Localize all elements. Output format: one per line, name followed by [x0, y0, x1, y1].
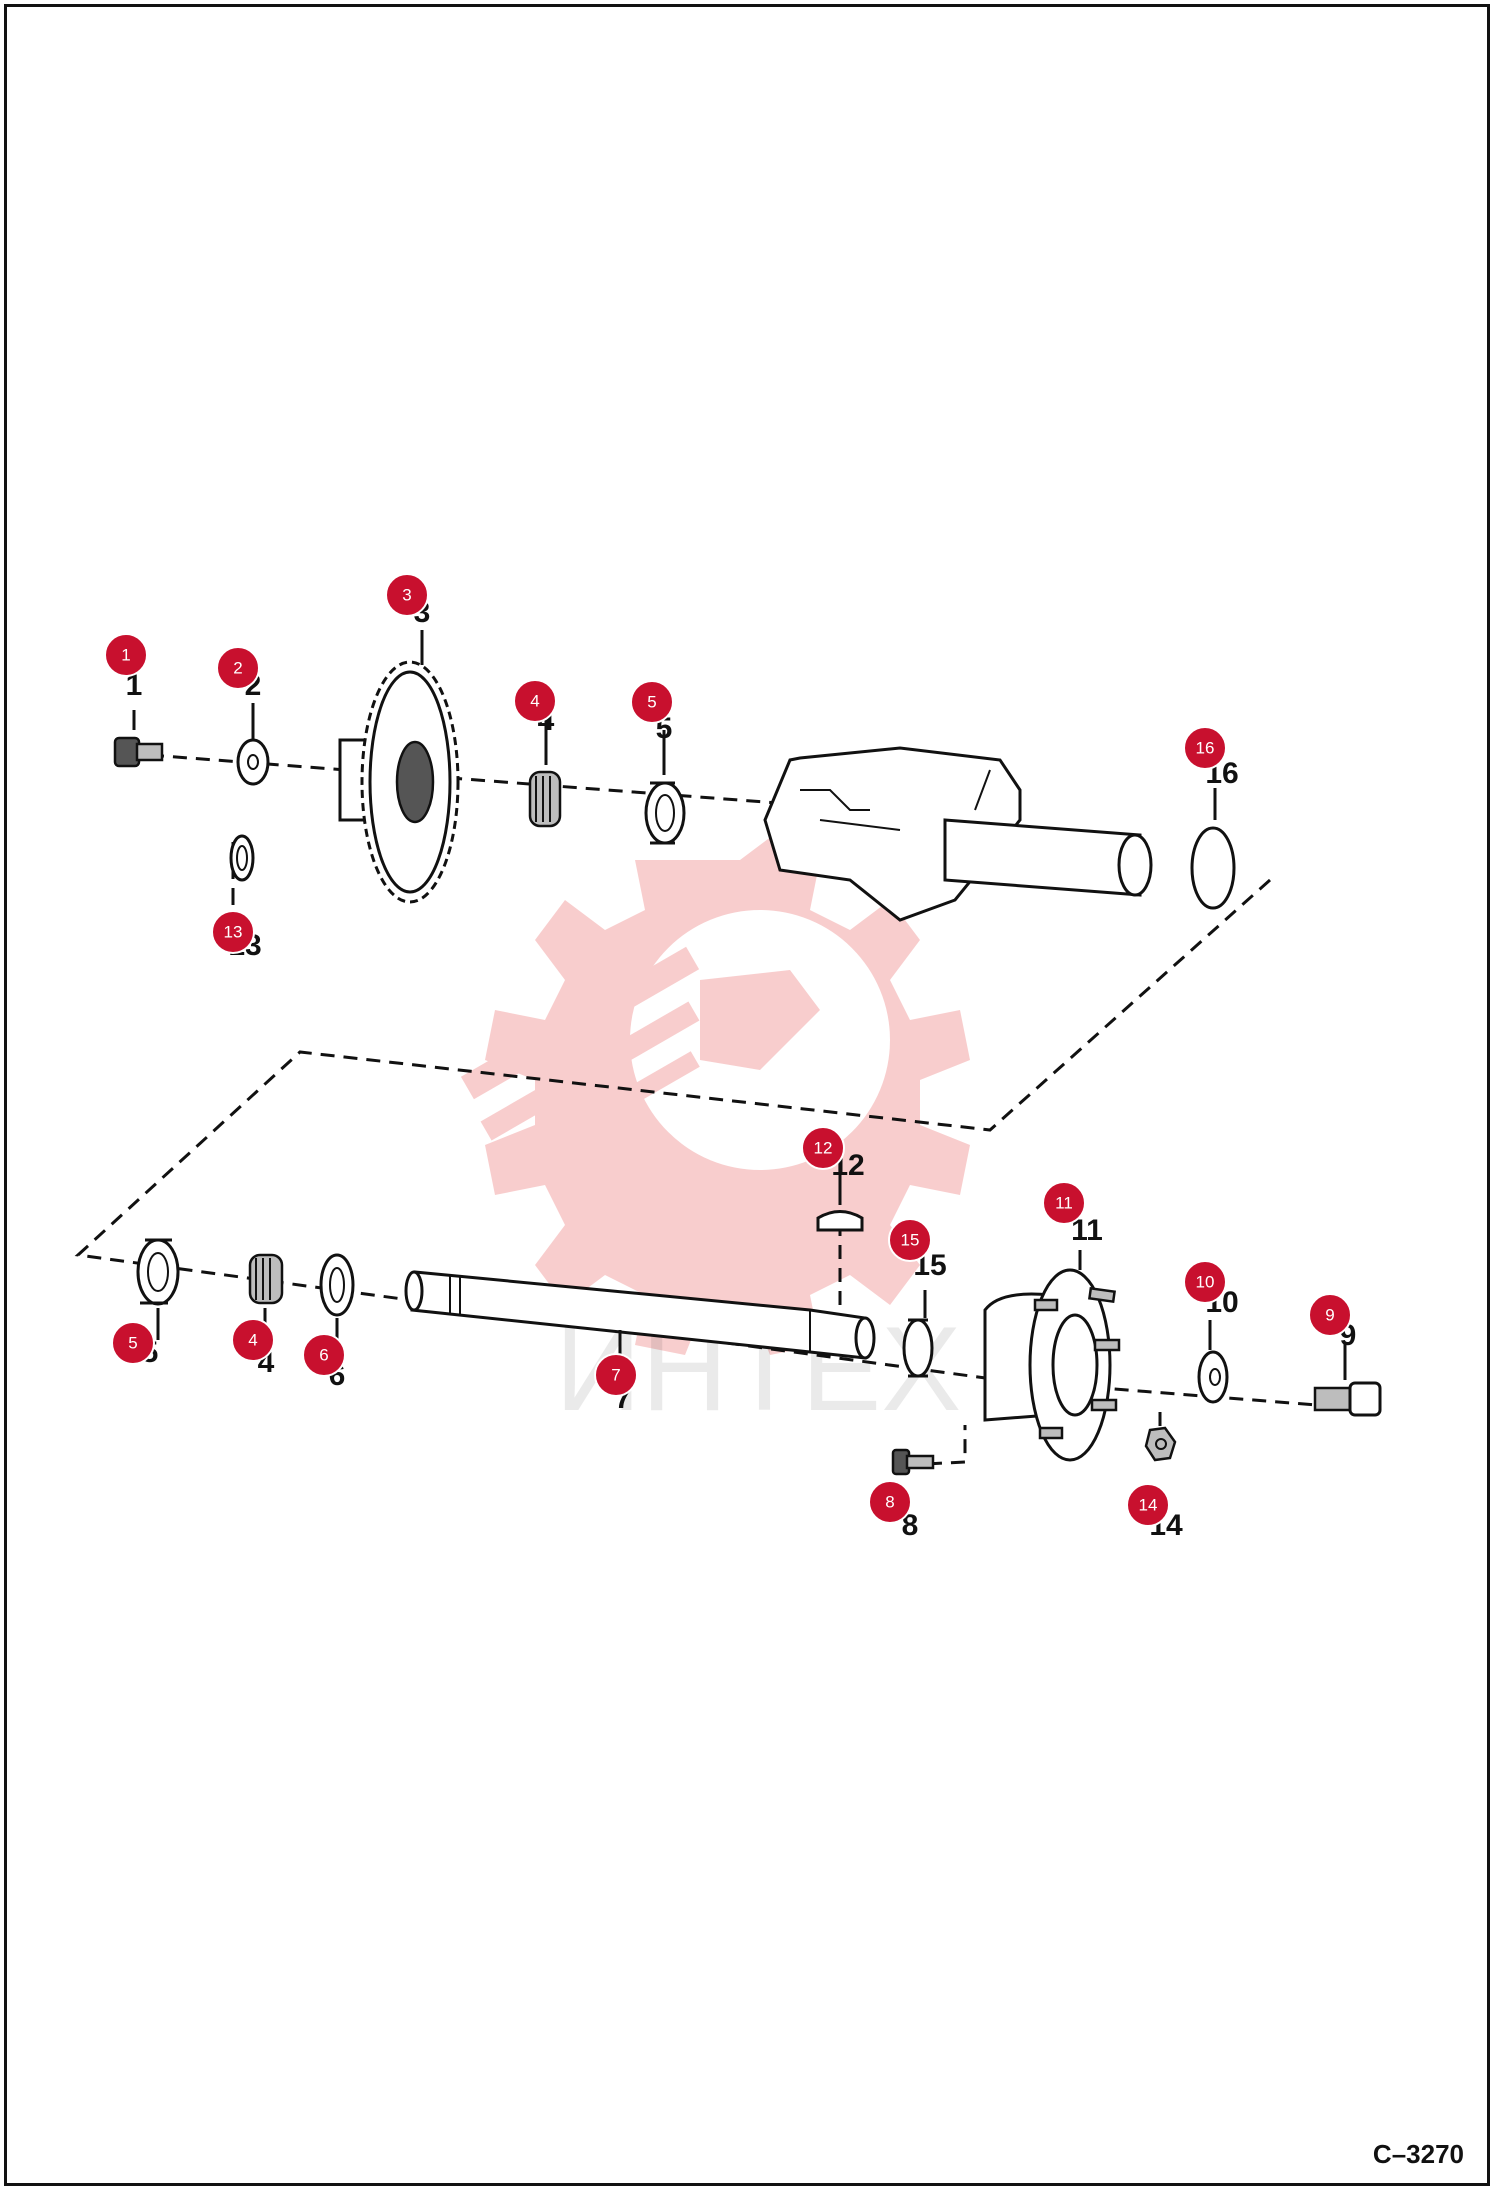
callout-badge-c11[interactable]: 11	[1042, 1181, 1086, 1225]
part-hub-11	[983, 1268, 1121, 1462]
callout-badge-text: 12	[814, 1139, 833, 1158]
part-stud-8	[891, 1448, 935, 1476]
callout-badge-c15[interactable]: 15	[888, 1218, 932, 1262]
callout-badge-c14[interactable]: 14	[1126, 1483, 1170, 1527]
drawing-reference-code: C–3270	[1372, 2139, 1464, 2169]
part-race-5-upper	[644, 781, 686, 845]
callout-badge-text: 6	[319, 1346, 328, 1365]
callout-badge-text: 14	[1139, 1496, 1158, 1515]
callout-badge-circle[interactable]	[1308, 1293, 1352, 1337]
callout-badge-text: 1	[121, 646, 130, 665]
callout-badge-c7[interactable]: 7	[594, 1353, 638, 1397]
callout-badge-c5a[interactable]: 5	[630, 680, 674, 724]
part-axle-housing	[763, 746, 1153, 922]
part-bearing-4-upper	[528, 770, 562, 828]
part-nut-14	[1144, 1426, 1177, 1462]
part-race-5-lower	[136, 1238, 180, 1306]
watermark-logo	[460, 830, 970, 1355]
callout-badge-circle[interactable]	[868, 1480, 912, 1524]
callout-badge-c16[interactable]: 16	[1183, 726, 1227, 770]
callout-badge-text: 11	[1055, 1194, 1073, 1213]
drawing-frame	[4, 4, 1490, 2186]
part-key-12	[816, 1210, 864, 1232]
part-washer-10	[1197, 1350, 1229, 1404]
callout-badge-text: 8	[885, 1493, 894, 1512]
callout-badge-circle[interactable]	[231, 1318, 275, 1362]
callout-badge-circle[interactable]	[1126, 1483, 1170, 1527]
callout-badge-text: 4	[530, 692, 539, 711]
callout-badge-c4a[interactable]: 4	[513, 679, 557, 723]
part-washer-2	[236, 738, 270, 786]
callout-badge-c6[interactable]: 6	[302, 1333, 346, 1377]
callout-badge-text: 15	[901, 1231, 920, 1250]
callout-badge-text: 5	[128, 1334, 137, 1353]
part-ring-16	[1190, 826, 1236, 910]
callout-badge-text: 16	[1196, 739, 1215, 758]
callout-badge-circle[interactable]	[104, 633, 148, 677]
callout-badge-text: 10	[1196, 1273, 1215, 1292]
callout-badge-text: 2	[233, 659, 242, 678]
callout-badge-circle[interactable]	[302, 1333, 346, 1377]
part-bearing-4-lower	[248, 1253, 284, 1305]
callout-badge-text: 7	[611, 1366, 620, 1385]
part-bolt-9	[1313, 1381, 1382, 1417]
callout-badge-c10[interactable]: 10	[1183, 1260, 1227, 1304]
callout-badge-circle[interactable]	[1042, 1181, 1086, 1225]
callout-badge-text: 3	[402, 586, 411, 605]
part-sprocket-3	[338, 660, 460, 904]
callout-badge-c1[interactable]: 1	[104, 633, 148, 677]
part-seal-6	[319, 1253, 355, 1317]
callout-badge-text: 5	[647, 693, 656, 712]
callout-badge-circle[interactable]	[385, 573, 429, 617]
callout-badge-circle[interactable]	[1183, 1260, 1227, 1304]
callout-badge-circle[interactable]	[888, 1218, 932, 1262]
callout-badge-c2[interactable]: 2	[216, 646, 260, 690]
callout-group: 1122334455161613131212111115151010995544…	[104, 573, 1356, 1542]
callout-badge-text: 4	[248, 1331, 257, 1350]
part-bolt-1	[113, 736, 164, 768]
callout-badge-c8[interactable]: 8	[868, 1480, 912, 1524]
callout-badge-c12[interactable]: 12	[801, 1126, 845, 1170]
callout-badge-c9[interactable]: 9	[1308, 1293, 1352, 1337]
callout-badge-circle[interactable]	[513, 679, 557, 723]
callout-badge-circle[interactable]	[1183, 726, 1227, 770]
callout-badge-circle[interactable]	[216, 646, 260, 690]
callout-badge-circle[interactable]	[594, 1353, 638, 1397]
callout-badge-c13[interactable]: 13	[211, 910, 255, 954]
callout-badge-circle[interactable]	[801, 1126, 845, 1170]
part-ring-13	[229, 834, 255, 882]
callout-badge-circle[interactable]	[111, 1321, 155, 1365]
callout-number-c1: 1	[126, 669, 143, 702]
callout-badge-text: 9	[1325, 1306, 1334, 1325]
callout-badge-c5b[interactable]: 5	[111, 1321, 155, 1365]
callout-badge-c3[interactable]: 3	[385, 573, 429, 617]
callout-badge-circle[interactable]	[630, 680, 674, 724]
callout-badge-c4b[interactable]: 4	[231, 1318, 275, 1362]
callout-badge-circle[interactable]	[211, 910, 255, 954]
part-spacer-15	[902, 1318, 934, 1378]
part-axle-shaft-7	[404, 1270, 876, 1360]
callout-badge-text: 13	[224, 923, 243, 942]
